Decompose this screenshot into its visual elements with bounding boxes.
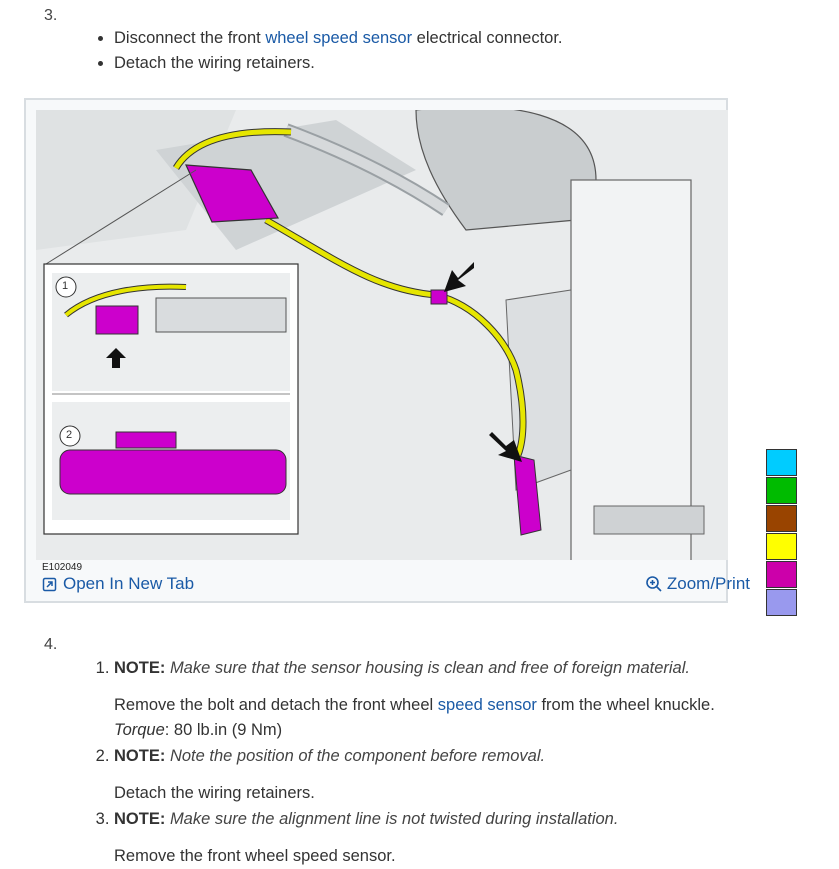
illustration-svg [36,106,728,571]
zoom-print-button[interactable]: Zoom/Print [645,574,750,594]
color-legend [766,449,797,617]
figure-id: E102049 [42,562,83,573]
note-text: Note the position of the component befor… [169,747,546,765]
color-swatch [766,505,797,532]
color-swatch [766,449,797,476]
note-text: Make sure the alignment line is not twis… [169,810,619,828]
open-in-new-tab-button[interactable]: Open In New Tab [42,574,194,594]
color-swatch [766,561,797,588]
step-number-4: 4. [44,636,58,653]
step-4-list: NOTE: Make sure that the sensor housing … [96,655,814,869]
note-label: NOTE: [114,747,166,765]
color-swatch [766,477,797,504]
step-detail: Remove the front wheel speed sensor. [114,847,396,865]
bullet-disconnect: Disconnect the front wheel speed sensor … [114,26,563,51]
callout-2: 2 [66,429,73,441]
wheel-speed-sensor-illustration[interactable]: 1 2 E102049 [36,106,728,573]
callout-1: 1 [62,280,69,292]
zoom-icon [646,576,662,592]
step-detail: Detach the wiring retainers. [114,784,315,802]
step-3-bullets: Disconnect the front wheel speed sensor … [92,26,563,76]
list-item: NOTE: Make sure the alignment line is no… [114,806,814,869]
figure-container: 1 2 E102049 Open In New Tab Zoom/Print [24,98,750,603]
color-swatch [766,533,797,560]
note-label: NOTE: [114,659,166,677]
step-number-3: 3. [44,7,58,24]
open-new-tab-icon [42,577,57,591]
bullet-detach-retainers: Detach the wiring retainers. [114,51,563,76]
wheel-speed-sensor-link[interactable]: wheel speed sensor [265,29,413,47]
note-text: Make sure that the sensor housing is cle… [169,659,690,677]
note-label: NOTE: [114,810,166,828]
speed-sensor-link[interactable]: speed sensor [437,696,537,714]
torque-spec: Torque: 80 lb.in (9 Nm) [114,721,283,739]
figure-actions: Open In New Tab Zoom/Print [40,574,750,600]
color-swatch [766,589,797,616]
list-item: NOTE: Note the position of the component… [114,743,814,806]
list-item: NOTE: Make sure that the sensor housing … [114,655,814,743]
